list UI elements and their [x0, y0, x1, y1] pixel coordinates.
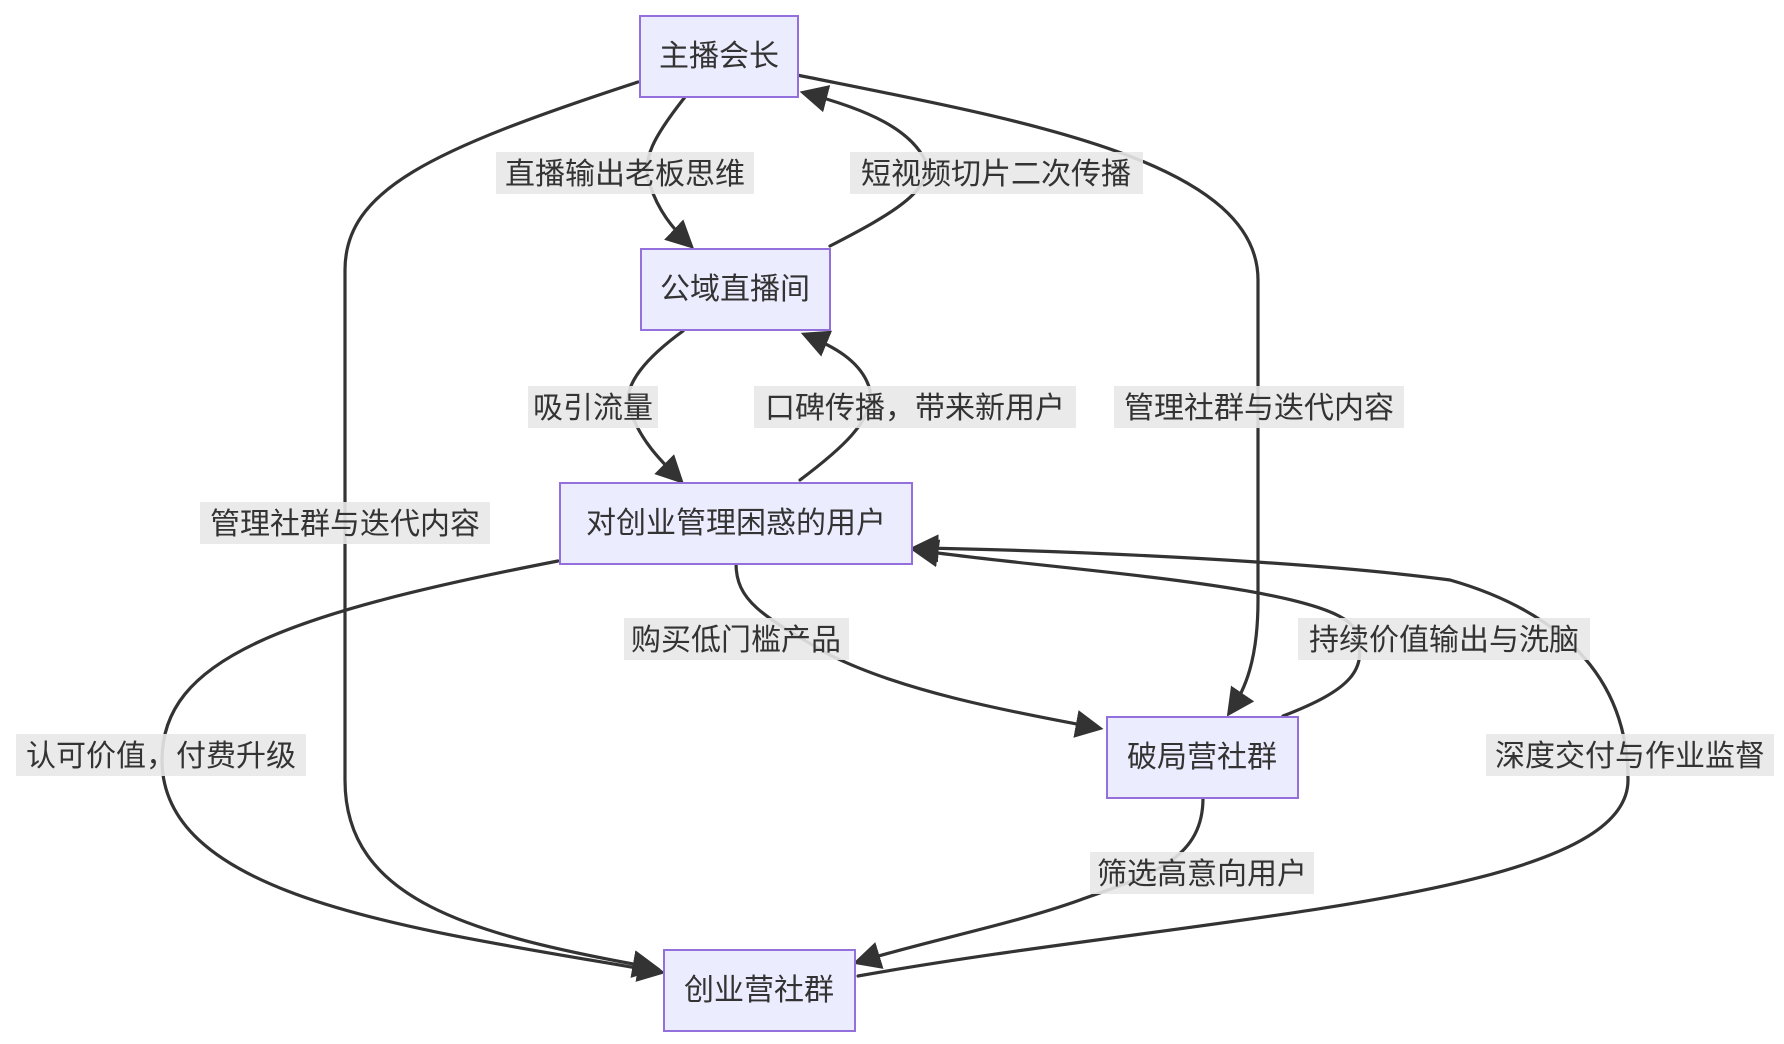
- svg-text:口碑传播，带来新用户: 口碑传播，带来新用户: [765, 391, 1065, 426]
- node-startup-community[interactable]: 创业营社群: [663, 949, 856, 1032]
- edge-label-startup-to-users: 深度交付与作业监督: [1486, 734, 1774, 776]
- edge-users-to-breakout: [734, 561, 1104, 738]
- edge-label-users-to-live: 口碑传播，带来新用户: [754, 386, 1076, 428]
- svg-text:深度交付与作业监督: 深度交付与作业监督: [1495, 739, 1765, 774]
- node-breakout-community[interactable]: 破局营社群: [1106, 716, 1299, 799]
- svg-text:直播输出老板思维: 直播输出老板思维: [505, 157, 745, 192]
- edge-anchor-to-breakout: [795, 73, 1260, 717]
- edge-label-live-to-users: 吸引流量: [528, 386, 658, 428]
- edge-anchor-to-startup: [343, 80, 661, 978]
- node-anchor-label: 主播会长: [659, 39, 779, 74]
- edge-breakout-to-startup: [852, 796, 1205, 969]
- svg-text:管理社群与迭代内容: 管理社群与迭代内容: [1124, 391, 1394, 426]
- edge-breakout-to-users: [910, 539, 1362, 718]
- edge-startup-to-users: [856, 534, 1630, 978]
- node-live-room-label: 公域直播间: [660, 272, 810, 307]
- node-users-label: 对创业管理困惑的用户: [586, 506, 886, 541]
- edge-label-breakout-to-startup: 筛选高意向用户: [1090, 852, 1314, 894]
- edge-label-users-to-breakout: 购买低门槛产品: [624, 618, 849, 660]
- node-users[interactable]: 对创业管理困惑的用户: [559, 482, 913, 565]
- svg-text:短视频切片二次传播: 短视频切片二次传播: [861, 157, 1131, 192]
- edge-label-users-to-startup: 认可价值，付费升级: [16, 734, 306, 776]
- node-startup-community-label: 创业营社群: [684, 973, 834, 1008]
- node-live-room[interactable]: 公域直播间: [640, 248, 831, 331]
- svg-text:持续价值输出与洗脑: 持续价值输出与洗脑: [1309, 623, 1579, 658]
- edge-label-live-to-anchor: 短视频切片二次传播: [850, 152, 1143, 194]
- node-anchor[interactable]: 主播会长: [639, 15, 799, 98]
- svg-text:认可价值，付费升级: 认可价值，付费升级: [26, 739, 296, 774]
- edge-label-anchor-to-breakout: 管理社群与迭代内容: [1114, 386, 1404, 428]
- svg-text:吸引流量: 吸引流量: [533, 391, 653, 426]
- svg-text:购买低门槛产品: 购买低门槛产品: [631, 623, 841, 658]
- edge-label-breakout-to-users: 持续价值输出与洗脑: [1298, 618, 1590, 660]
- svg-text:管理社群与迭代内容: 管理社群与迭代内容: [210, 507, 480, 542]
- edge-label-anchor-to-live: 直播输出老板思维: [496, 152, 754, 194]
- node-breakout-community-label: 破局营社群: [1127, 740, 1277, 775]
- svg-text:筛选高意向用户: 筛选高意向用户: [1097, 857, 1307, 892]
- edge-label-anchor-to-startup: 管理社群与迭代内容: [200, 502, 490, 544]
